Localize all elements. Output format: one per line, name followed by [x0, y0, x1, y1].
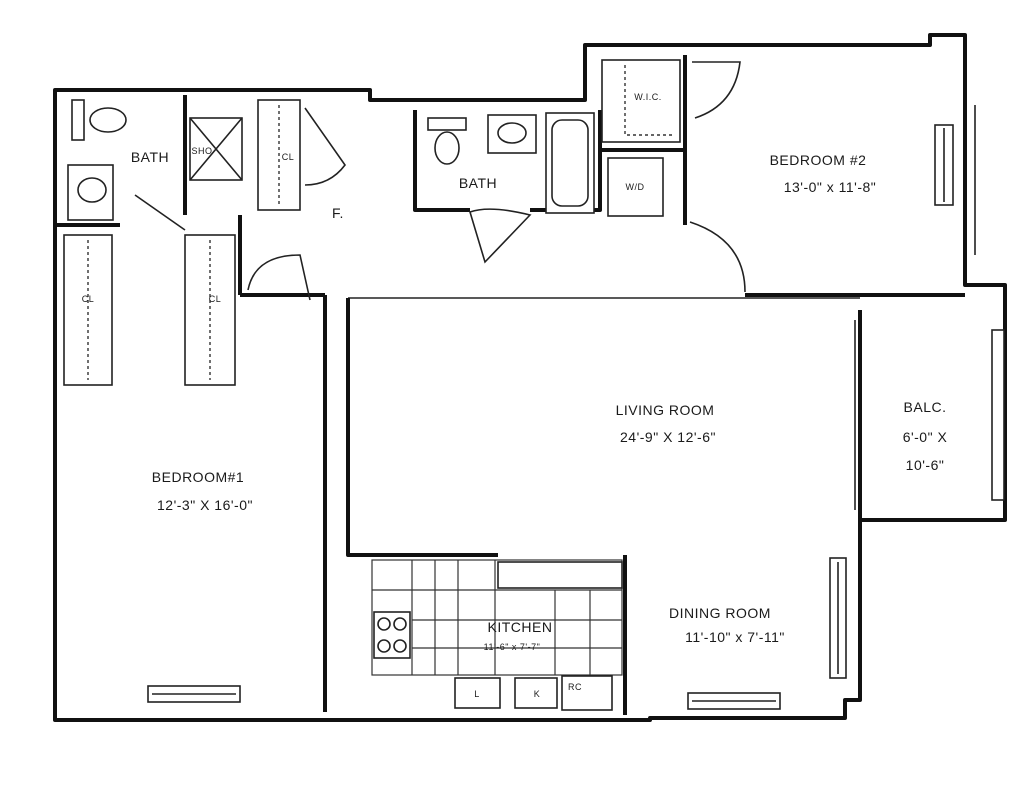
appliance-rc [561, 675, 613, 711]
sink-2 [497, 122, 527, 144]
door-entry [304, 107, 346, 186]
label-bedroom1-dims: 12'-3" X 16'-0" [157, 497, 253, 513]
label-living-name: LIVING ROOM [616, 402, 715, 418]
balcony-rail-east [991, 329, 1005, 501]
walkin-closet [601, 59, 681, 143]
label-closet-left: CL [82, 294, 95, 304]
label-bath2: BATH [459, 175, 497, 191]
label-wic: W.I.C. [634, 92, 662, 102]
washer-dryer [607, 157, 664, 217]
label-balcony-dims-2: 10'-6" [906, 457, 945, 473]
toilet-tank-2 [427, 117, 467, 131]
label-living-dims: 24'-9" X 12'-6" [620, 429, 716, 445]
label-wd: W/D [626, 182, 645, 192]
label-closet-right: CL [209, 294, 222, 304]
label-shower: SHO [191, 146, 212, 156]
label-dining-dims: 11'-10" x 7'-11" [685, 629, 785, 645]
outer-wall [53, 33, 1007, 722]
label-balcony-name: BALC. [904, 399, 947, 415]
bathtub [545, 112, 595, 214]
appliance-l [454, 677, 501, 709]
toilet-bowl-1 [89, 107, 127, 133]
door-bedroom2 [689, 221, 746, 293]
toilet-bowl-2 [434, 131, 460, 165]
wall-bedroom2-west [600, 55, 687, 225]
door-wic [692, 61, 741, 119]
label-closet-hall: CL [282, 152, 295, 162]
label-bedroom2-dims: 13'-0" x 11'-8" [784, 179, 877, 195]
label-balcony-dims-1: 6'-0" X [903, 429, 948, 445]
label-bedroom1-name: BEDROOM#1 [152, 469, 244, 485]
label-bedroom2-name: BEDROOM #2 [770, 152, 867, 168]
label-kitchen-dims: 11'-6" x 7'-7" [484, 642, 541, 652]
label-appliance-rc: RC [568, 682, 582, 692]
door-closet-swing [247, 254, 311, 301]
kitchen-cabinets [371, 559, 623, 676]
appliance-k [514, 677, 558, 709]
toilet-tank-1 [71, 99, 85, 141]
stove-burners [373, 611, 411, 659]
label-appliance-l: L [474, 689, 480, 699]
wall-bath1 [55, 95, 242, 295]
label-bath1: BATH [131, 149, 169, 165]
label-dining-name: DINING ROOM [669, 605, 771, 621]
door-bath2 [469, 208, 532, 264]
label-foyer: F. [332, 205, 344, 221]
sink-1 [77, 177, 107, 203]
label-kitchen-name: KITCHEN [488, 619, 553, 635]
door-bath1 [134, 194, 186, 231]
wall-living-west [346, 298, 498, 557]
label-appliance-k: K [534, 689, 541, 699]
